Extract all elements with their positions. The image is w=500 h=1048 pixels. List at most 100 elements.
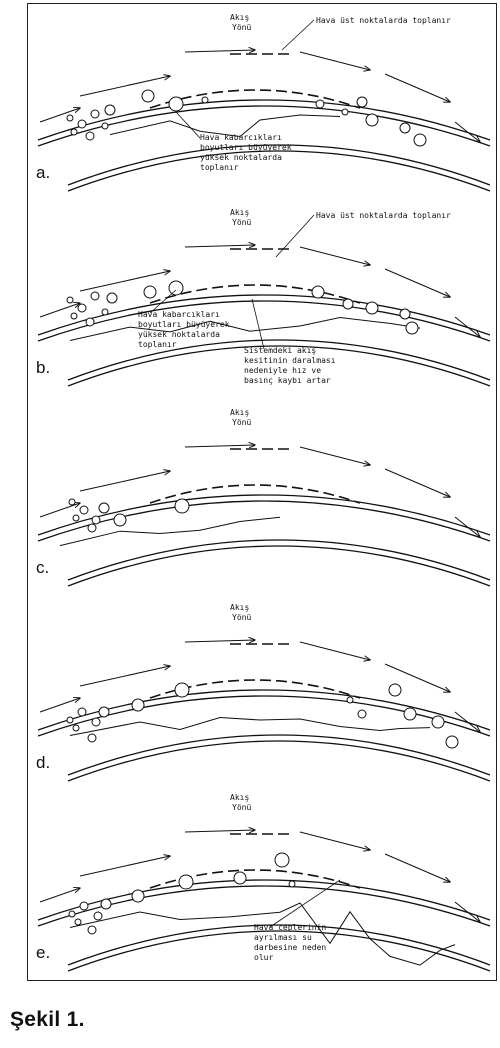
panel-letter: a. bbox=[36, 163, 50, 182]
flow-arrow bbox=[39, 108, 80, 123]
air-bubble bbox=[365, 113, 379, 127]
air-bubble bbox=[77, 707, 87, 717]
panel-letter: e. bbox=[36, 943, 50, 962]
air-bubble bbox=[66, 716, 74, 724]
air-bubble bbox=[72, 514, 80, 522]
panel-letter: b. bbox=[36, 358, 50, 377]
water-surface-line bbox=[59, 516, 281, 547]
pipe-outer-wall bbox=[37, 494, 491, 536]
air-bubble bbox=[106, 292, 118, 304]
annotation-bubbles-grow-line: boyutları büyüyerek bbox=[138, 320, 230, 329]
flow-arrow bbox=[184, 50, 255, 52]
flow-arrow bbox=[79, 471, 170, 492]
air-bubble bbox=[365, 301, 379, 315]
flow-arrow bbox=[79, 76, 170, 97]
annotation-bubbles-grow-line: boyutları büyüyerek bbox=[200, 143, 292, 152]
annotation-water-hammer-line: darbesine neden bbox=[254, 943, 326, 952]
pipe-inner-wall-inner bbox=[67, 545, 491, 587]
flow-arrow bbox=[184, 830, 255, 832]
flow-direction-text: Akış bbox=[230, 208, 249, 217]
air-bubble bbox=[68, 910, 76, 918]
water-surface-line bbox=[109, 114, 341, 138]
pipe-outer-wall bbox=[37, 99, 491, 141]
flow-direction-text: Akış bbox=[230, 13, 249, 22]
air-bubble bbox=[143, 285, 157, 299]
leader-line bbox=[175, 111, 201, 139]
annotation-water-hammer-line: olur bbox=[254, 953, 273, 962]
air-bubble bbox=[100, 898, 112, 910]
air-bubble bbox=[388, 683, 402, 697]
pipe-inner-wall bbox=[67, 144, 491, 186]
air-bubble bbox=[141, 89, 155, 103]
pipe-inner-wall-inner bbox=[67, 345, 491, 387]
air-bubble bbox=[91, 717, 101, 727]
air-bubble bbox=[311, 285, 325, 299]
air-bubble bbox=[342, 298, 354, 310]
annotation-velocity-loss-line: Sistemdeki akış bbox=[244, 346, 316, 355]
air-bubble bbox=[77, 119, 87, 129]
air-bubble bbox=[90, 109, 100, 119]
flow-arrow bbox=[299, 831, 370, 850]
annotation-air-top-line: Hava üst noktalarda toplanır bbox=[316, 16, 451, 25]
air-bubble bbox=[68, 498, 76, 506]
pipe-inner-wall-inner bbox=[67, 740, 491, 782]
flow-direction-text: Akış bbox=[230, 408, 249, 417]
air-bubble bbox=[87, 733, 97, 743]
air-bubble bbox=[93, 911, 103, 921]
air-bubble bbox=[70, 128, 78, 136]
air-bubble bbox=[79, 505, 89, 515]
figure-caption: Şekil 1. bbox=[10, 1008, 85, 1031]
flow-arrow bbox=[299, 51, 370, 70]
annotation-velocity-loss-line: basınç kaybı artar bbox=[244, 376, 331, 385]
air-bubble bbox=[104, 104, 116, 116]
air-bubble bbox=[66, 296, 74, 304]
flow-direction-text: Yönü bbox=[232, 23, 251, 32]
air-bubble bbox=[79, 901, 89, 911]
air-bubble bbox=[201, 96, 209, 104]
air-bubble bbox=[77, 303, 87, 313]
flow-arrow bbox=[384, 663, 450, 692]
air-bubble bbox=[405, 321, 419, 335]
air-bubble bbox=[399, 308, 411, 320]
annotation-bubbles-grow-line: yüksek noktalarda bbox=[200, 153, 282, 162]
pipe-center-dashed bbox=[149, 484, 361, 504]
air-bubble bbox=[98, 502, 110, 514]
annotation-bubbles-grow-line: toplanır bbox=[138, 340, 177, 349]
air-bubble bbox=[315, 99, 325, 109]
air-bubble bbox=[445, 735, 459, 749]
air-bubble bbox=[356, 96, 368, 108]
leader-line bbox=[269, 879, 341, 928]
air-bubble bbox=[87, 925, 97, 935]
pipe-outer-wall bbox=[37, 879, 491, 921]
air-bubble bbox=[70, 312, 78, 320]
flow-arrow bbox=[39, 698, 80, 713]
flow-direction-text: Yönü bbox=[232, 613, 251, 622]
pipe-inner-wall bbox=[67, 339, 491, 381]
water-surface-line bbox=[69, 316, 421, 341]
annotation-velocity-loss-line: kesitinin daralması bbox=[244, 356, 336, 365]
flow-arrow bbox=[184, 245, 255, 247]
flow-arrow bbox=[384, 468, 450, 497]
annotation-water-hammer-line: ayrılması su bbox=[254, 933, 312, 942]
annotation-bubbles-grow-line: Hava kabarcıkları bbox=[200, 133, 282, 142]
annotation-air-top-line: Hava üst noktalarda toplanır bbox=[316, 211, 451, 220]
air-bubble bbox=[85, 317, 95, 327]
air-bubble bbox=[72, 724, 80, 732]
air-bubble bbox=[174, 682, 190, 698]
flow-arrow bbox=[79, 271, 170, 292]
air-bubble bbox=[341, 108, 349, 116]
figure-frame bbox=[27, 3, 497, 981]
water-surface-line bbox=[69, 716, 431, 736]
annotation-water-hammer-line: Hava ceplerinin bbox=[254, 923, 326, 932]
flow-arrow bbox=[299, 446, 370, 465]
pipe-inner-wall bbox=[67, 539, 491, 581]
air-bubble bbox=[87, 523, 97, 533]
air-bubble bbox=[90, 291, 100, 301]
air-bubble bbox=[113, 513, 127, 527]
flow-arrow bbox=[184, 640, 255, 642]
